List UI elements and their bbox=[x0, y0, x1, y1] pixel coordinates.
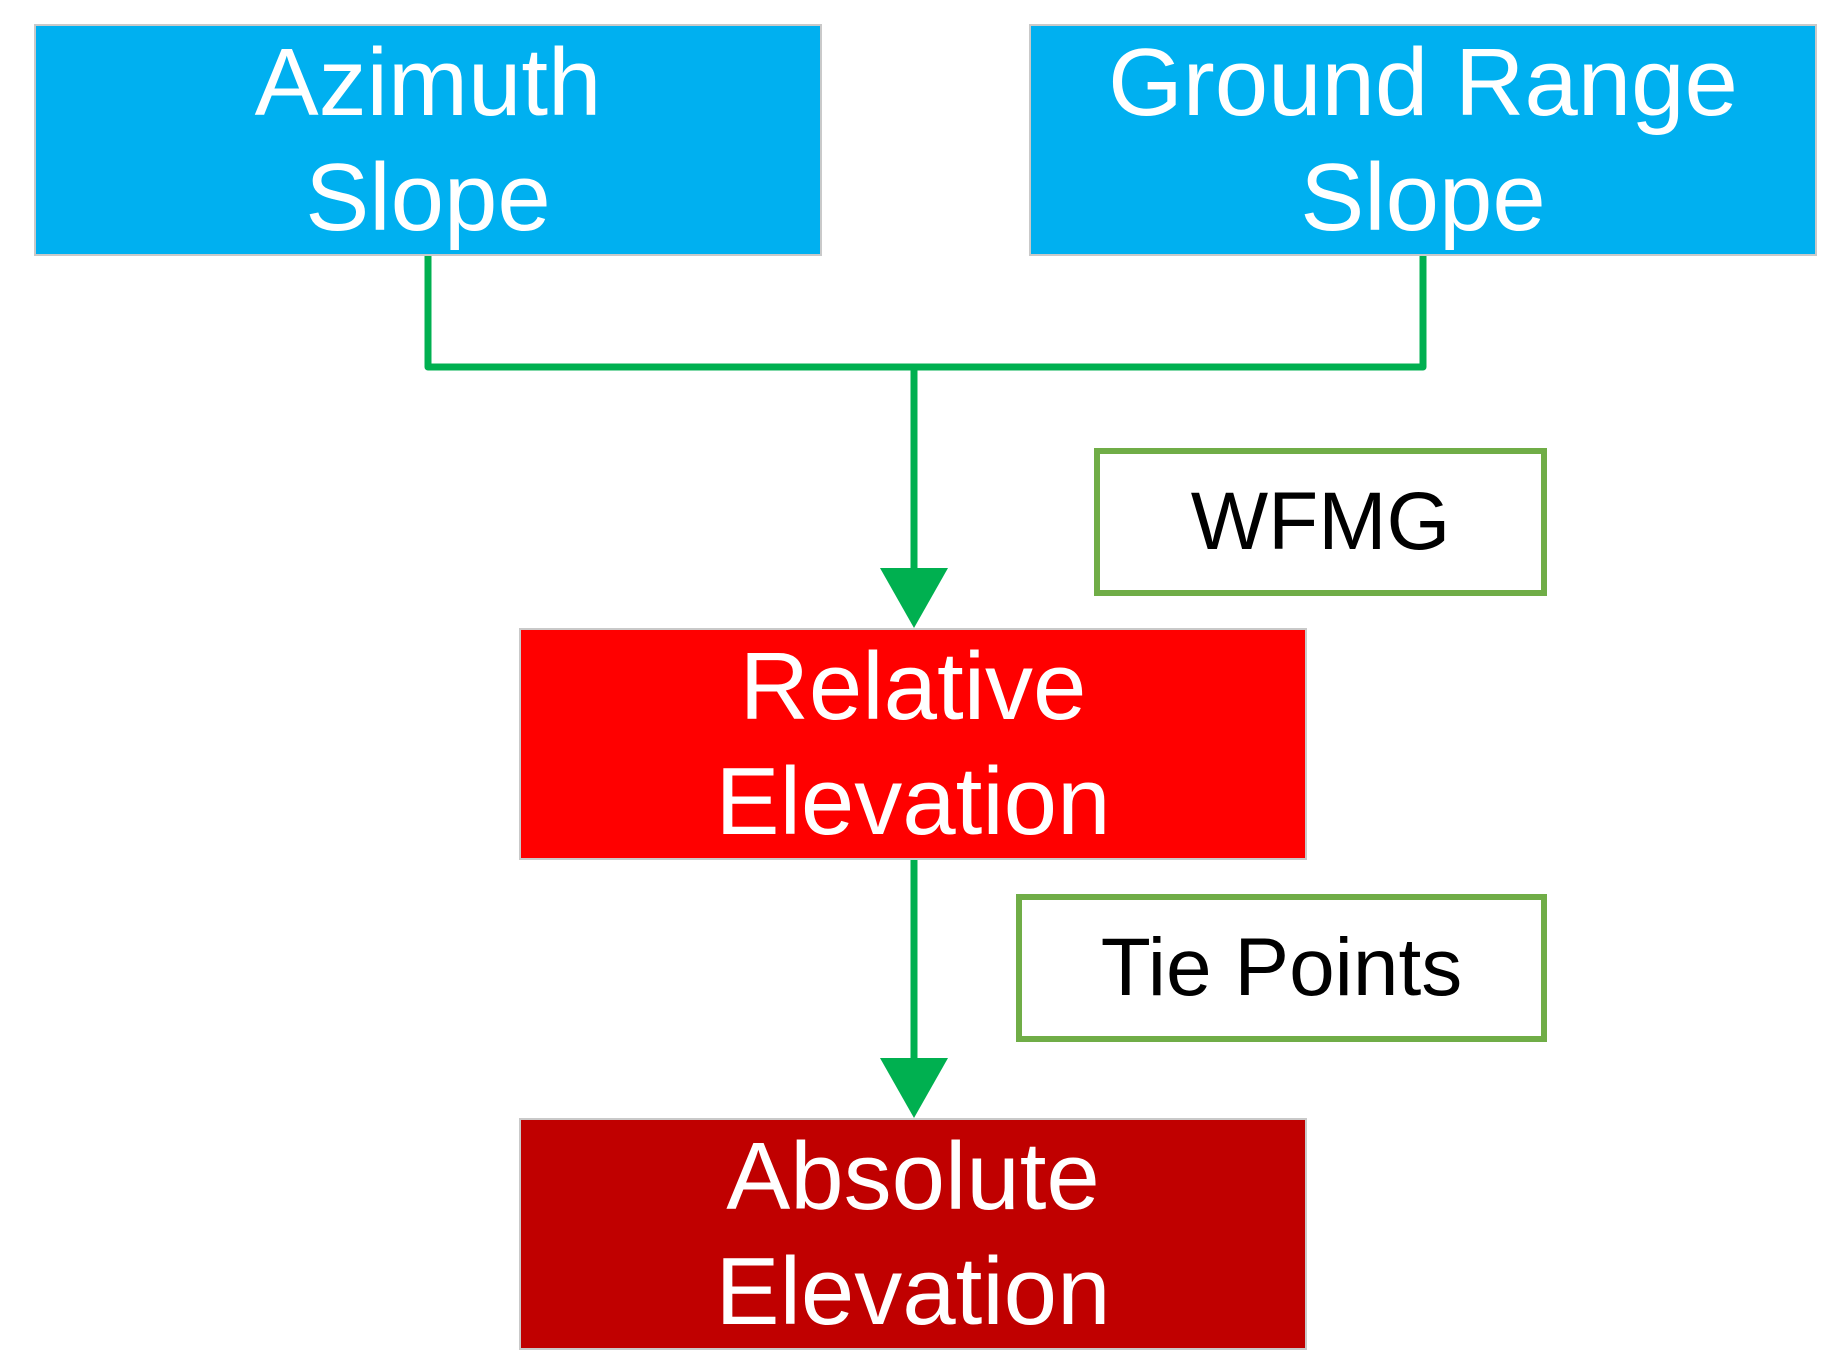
node-relative-elevation: Relative Elevation bbox=[519, 628, 1307, 860]
node-ground-range-slope-line2: Slope bbox=[1300, 144, 1546, 251]
arrowhead-to-absolute bbox=[880, 1058, 948, 1118]
node-ground-range-slope: Ground Range Slope bbox=[1029, 24, 1817, 256]
node-relative-elevation-line1: Relative bbox=[739, 632, 1087, 740]
node-ground-range-slope-line1: Ground Range bbox=[1108, 28, 1738, 136]
node-azimuth-slope-line1: Azimuth bbox=[254, 28, 602, 136]
node-absolute-elevation-line2: Elevation bbox=[715, 1238, 1111, 1345]
edge-label-wfmg-text: WFMG bbox=[1190, 476, 1451, 567]
node-absolute-elevation: Absolute Elevation bbox=[519, 1118, 1307, 1350]
connector-ground-range-to-junction bbox=[910, 252, 1427, 371]
edge-label-wfmg: WFMG bbox=[1094, 448, 1547, 596]
node-azimuth-slope: Azimuth Slope bbox=[34, 24, 822, 256]
node-absolute-elevation-line1: Absolute bbox=[726, 1122, 1100, 1230]
edge-label-tie-points: Tie Points bbox=[1016, 894, 1547, 1042]
arrowhead-to-relative bbox=[880, 568, 948, 628]
connector-azimuth-to-junction bbox=[424, 252, 918, 371]
node-relative-elevation-line2: Elevation bbox=[715, 748, 1111, 855]
edge-label-tie-points-text: Tie Points bbox=[1100, 922, 1463, 1013]
node-azimuth-slope-line2: Slope bbox=[305, 144, 551, 251]
